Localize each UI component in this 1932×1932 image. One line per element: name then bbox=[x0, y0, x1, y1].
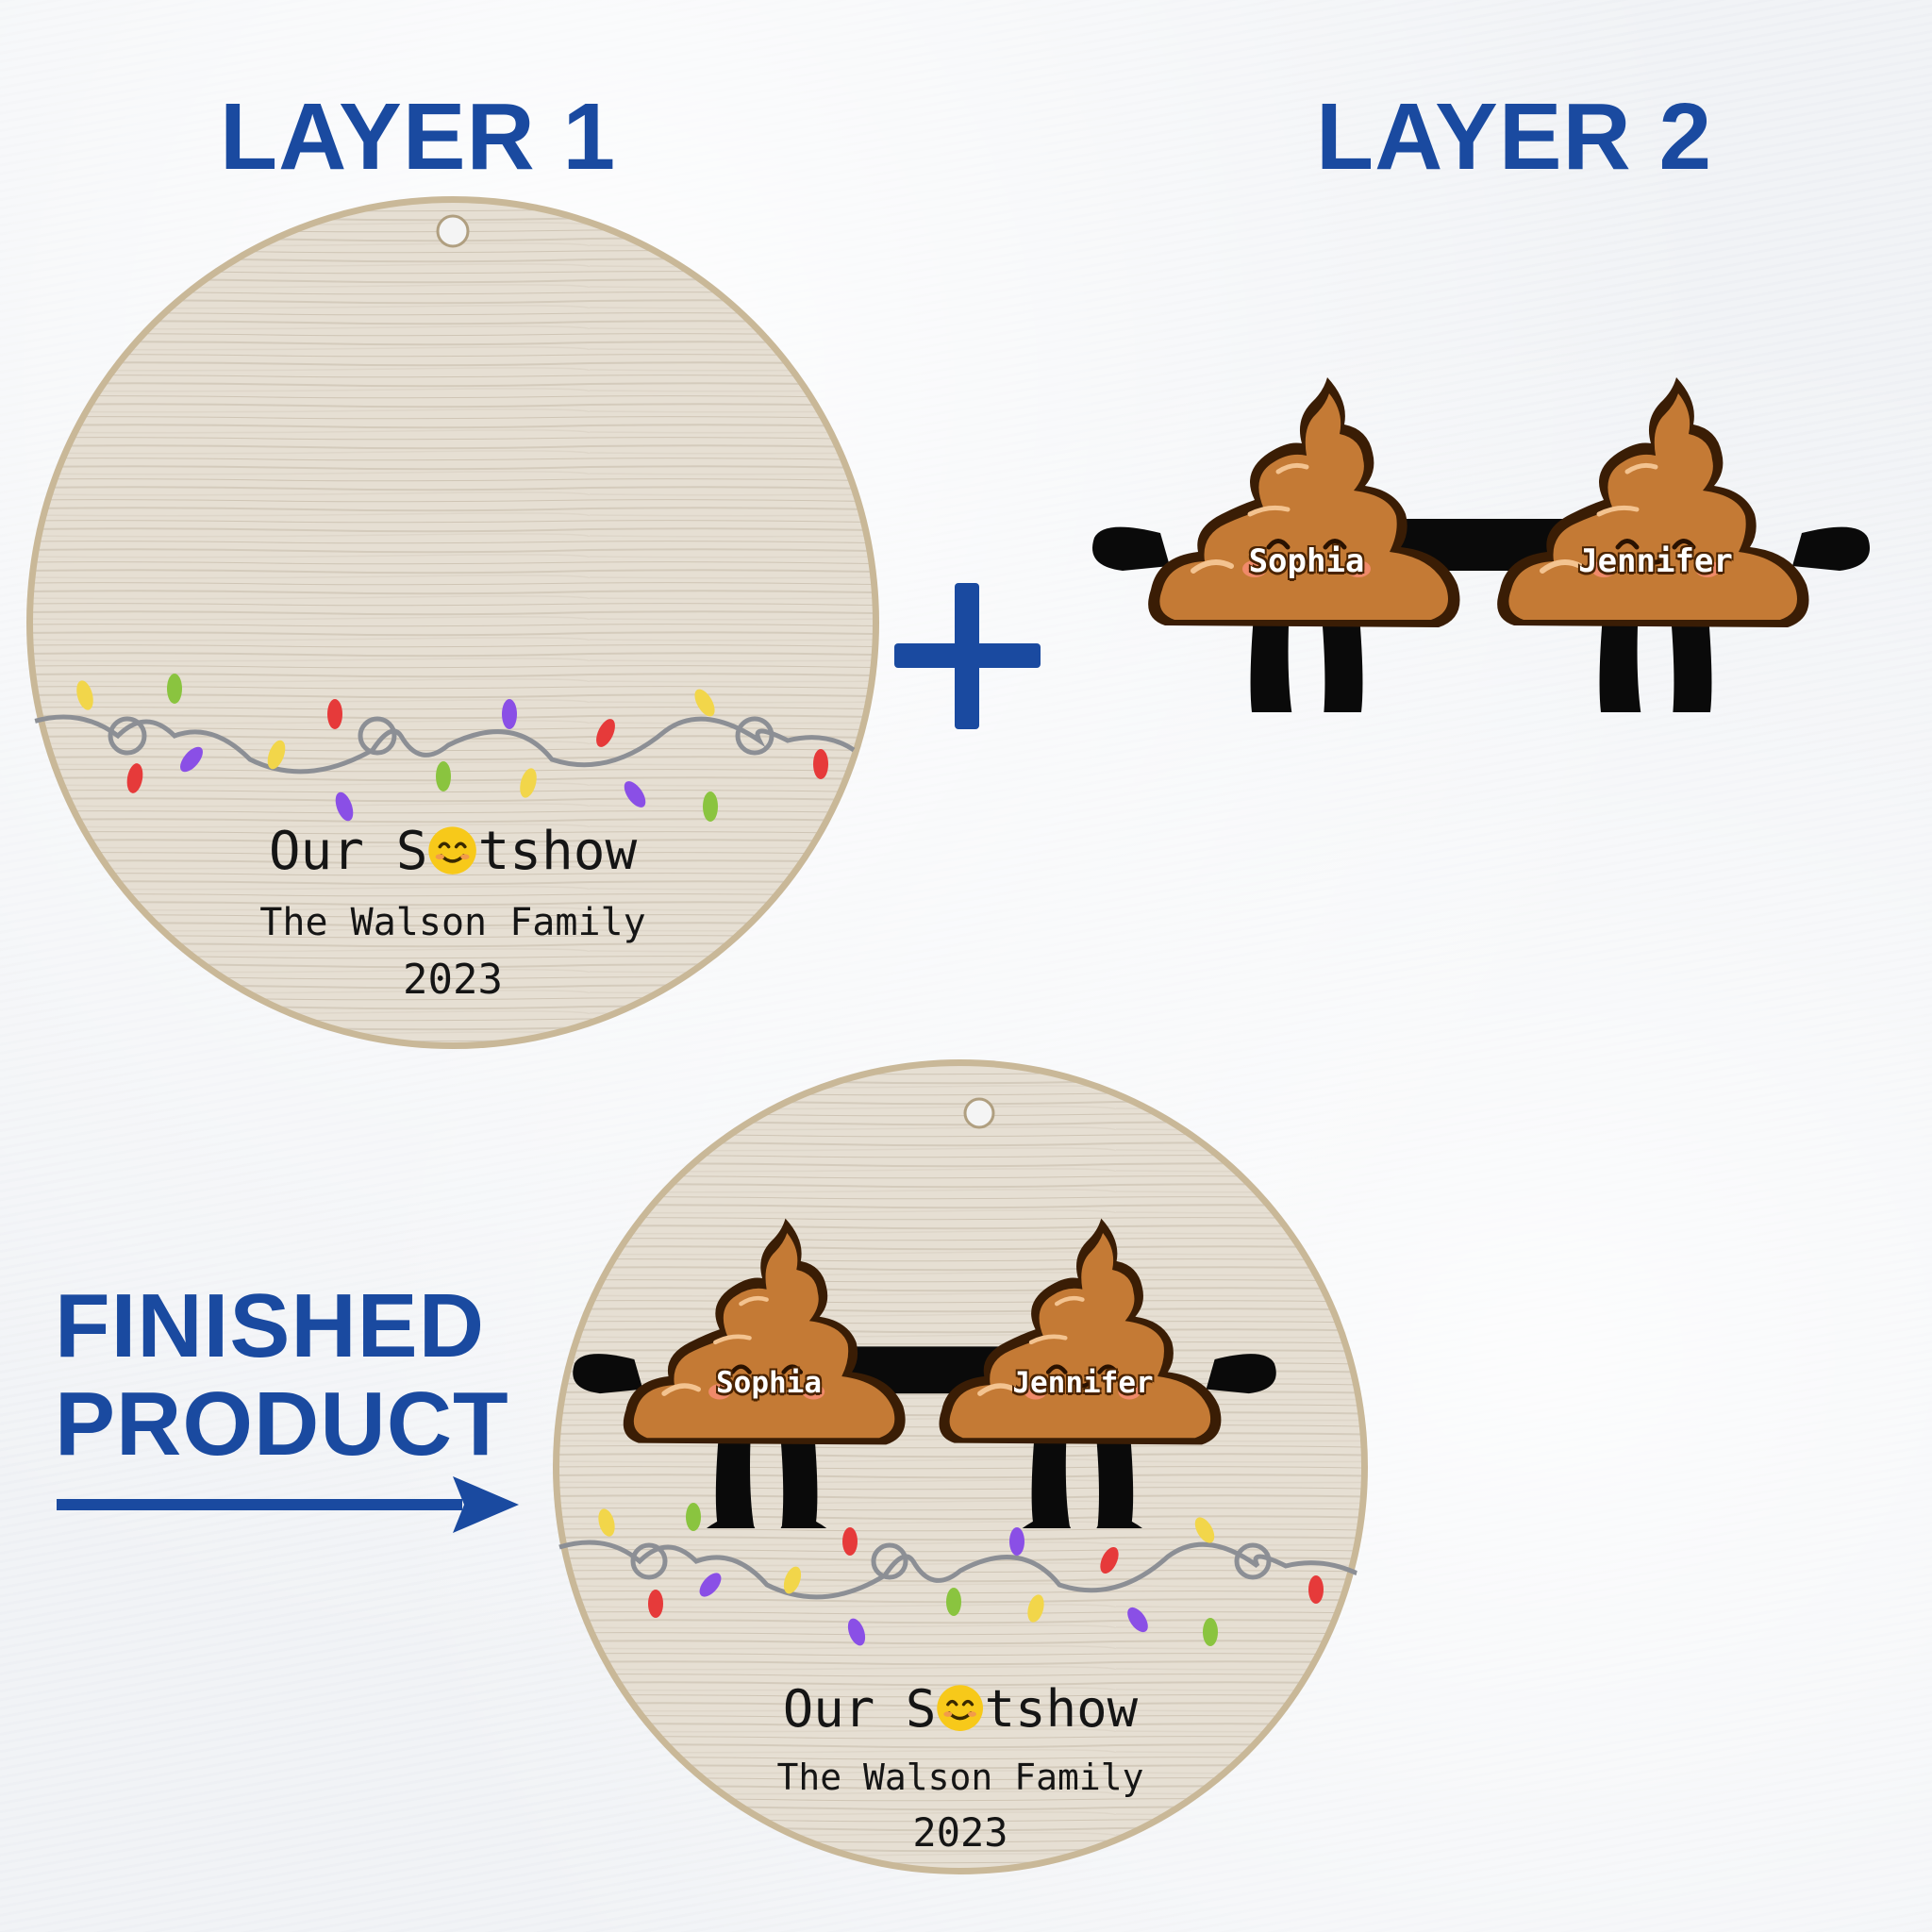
string-lights-icon bbox=[558, 1503, 1363, 1646]
poop-name-2: Jennifer bbox=[1012, 1366, 1154, 1400]
finished-heading-line1: FINISHED bbox=[55, 1275, 486, 1376]
ornament-title: Our S tshow bbox=[24, 821, 882, 882]
smiley-emoji-icon bbox=[428, 825, 477, 874]
wood-disc bbox=[26, 196, 879, 1049]
layer-2-characters: Sophia Jennifer bbox=[1085, 373, 1877, 712]
finished-ornament: Our S tshow The Walson Family 2023 bbox=[550, 1057, 1371, 1877]
year-text: 2023 bbox=[403, 956, 503, 1004]
layer-1-ornament: Our S tshow The Walson Family 2023 bbox=[24, 193, 882, 1052]
layer-2-heading: LAYER 2 bbox=[1316, 84, 1713, 190]
string-lights-icon bbox=[32, 674, 856, 822]
poop-name-1: Sophia bbox=[1248, 542, 1365, 580]
finished-heading-line2: PRODUCT bbox=[55, 1374, 509, 1474]
ornament-title: Our S tshow bbox=[550, 1679, 1371, 1739]
wood-disc bbox=[553, 1059, 1368, 1874]
family-name: The Walson Family bbox=[776, 1757, 1144, 1798]
title-text-end: tshow bbox=[984, 1679, 1139, 1739]
year-text: 2023 bbox=[912, 1809, 1008, 1856]
finished-characters: Sophia Jennifer bbox=[566, 1208, 1283, 1528]
arrow-right-icon bbox=[57, 1476, 519, 1533]
poop-character-icon bbox=[1092, 373, 1870, 712]
family-name: The Walson Family bbox=[259, 901, 646, 944]
poop-character-icon bbox=[573, 1208, 1276, 1528]
title-text-start: Our S bbox=[782, 1679, 937, 1739]
title-text-start: Our S bbox=[268, 821, 428, 882]
smiley-emoji-icon bbox=[937, 1685, 984, 1732]
poop-name-2: Jennifer bbox=[1578, 542, 1733, 580]
poop-name-1: Sophia bbox=[716, 1366, 822, 1400]
title-text-end: tshow bbox=[477, 821, 638, 882]
layer-1-heading: LAYER 1 bbox=[220, 84, 617, 190]
plus-icon bbox=[894, 583, 1041, 729]
